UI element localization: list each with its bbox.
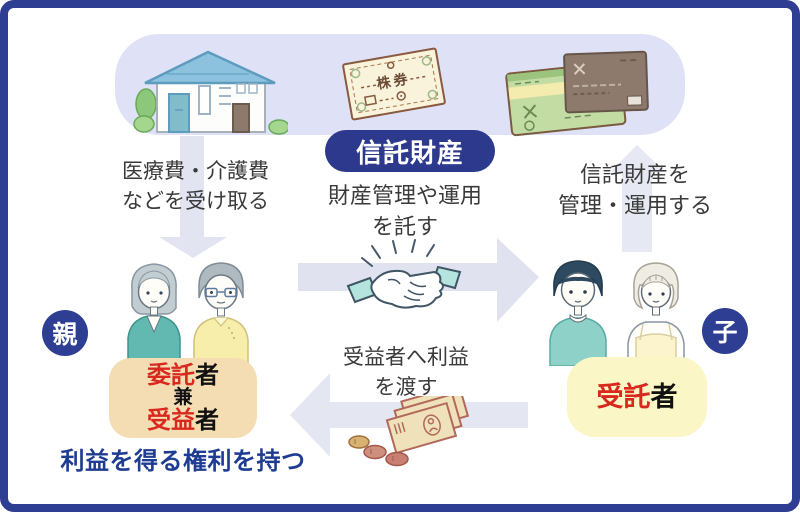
certificate-label: 株券 [375, 70, 411, 92]
trust-assets-badge-label: 信託財産 [355, 137, 464, 168]
parent-badge: 親 [42, 310, 88, 356]
trustor-beneficiary-box: 委託者 兼 受益者 [109, 358, 257, 438]
and-label: 兼 [173, 387, 193, 408]
trustor-label: 委託者 [147, 362, 219, 389]
flow-deliver-benefit: 受益者へ利益 を渡す [343, 346, 469, 399]
arrow-down-icon [159, 136, 227, 258]
house-icon [133, 50, 288, 135]
beneficiary-label: 受益者 [147, 407, 219, 434]
trust-assets-badge: 信託財産 [325, 130, 495, 172]
flow-entrust-management: 財産管理や運用 を託す [327, 183, 482, 239]
money-icon [348, 396, 470, 467]
trustee-label: 受託者 [596, 381, 678, 412]
elderly-couple-illustration [127, 262, 249, 364]
handshake-icon [346, 239, 462, 309]
flow-receive-expenses: 医療費・介護費 などを受け取る [122, 160, 269, 213]
arrow-up-icon [610, 145, 665, 252]
stock-certificate-icon: 株券 [342, 47, 446, 121]
beneficiary-rights-note: 利益を得る権利を持つ [60, 448, 306, 475]
trustee-box: 受託者 [567, 357, 707, 437]
bank-cards-icon [505, 50, 649, 137]
flow-manage-assets: 信託財産を 管理・運用する [557, 162, 712, 218]
child-badge: 子 [702, 308, 748, 354]
young-couple-illustration [549, 260, 685, 366]
